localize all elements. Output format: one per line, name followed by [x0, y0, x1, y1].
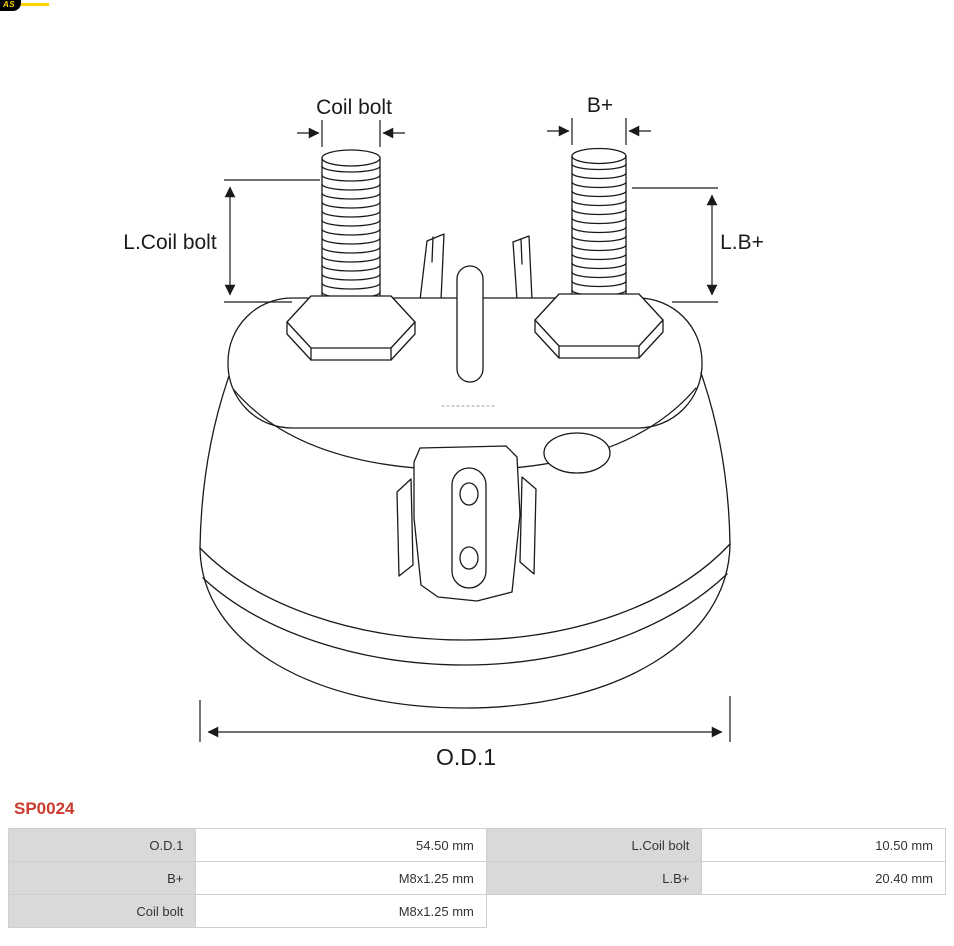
dim-label-coil-bolt: Coil bolt: [316, 96, 392, 119]
spec-row: Coil bolt M8x1.25 mm: [7, 894, 946, 928]
as-logo: AS: [0, 0, 50, 11]
plate-tab-right: [512, 235, 533, 301]
coil-bolt-stud: [321, 149, 381, 308]
hex-nut-left: [286, 295, 416, 361]
dim-label-l-b-plus: L.B+: [720, 231, 764, 254]
mount-hole: [543, 432, 611, 474]
spec-value-cell: M8x1.25 mm: [195, 861, 487, 895]
part-number: SP0024: [14, 799, 75, 818]
dim-label-od1: O.D.1: [436, 744, 496, 770]
spec-label-cell: L.B+: [485, 861, 703, 895]
b-plus-stud: [571, 147, 627, 299]
spec-label-cell: L.Coil bolt: [485, 828, 703, 862]
spec-table: O.D.1 54.50 mm L.Coil bolt 10.50 mm B+ M…: [7, 828, 946, 928]
spec-row: B+ M8x1.25 mm L.B+ 20.40 mm: [7, 861, 946, 895]
center-tab: [456, 265, 484, 383]
as-logo-text: AS: [0, 0, 22, 11]
technical-drawing-area: Coil bolt B+ L.Coil bolt L.B+ O.D.1: [123, 94, 764, 770]
dim-label-l-coil-bolt: L.Coil bolt: [123, 231, 217, 254]
spec-value-cell-empty: [701, 894, 946, 928]
dimension-lines: [199, 118, 731, 742]
spec-label-cell-empty: [486, 894, 702, 928]
spec-label-cell: B+: [7, 861, 197, 895]
dim-label-b-plus: B+: [587, 94, 613, 117]
spec-label-cell: Coil bolt: [7, 894, 197, 928]
hex-nut-right: [534, 293, 664, 359]
spec-value-cell: 10.50 mm: [701, 828, 946, 862]
part-diagram: Coil bolt B+ L.Coil bolt L.B+ O.D.1: [123, 94, 764, 770]
spec-value-cell: 20.40 mm: [701, 861, 946, 895]
spec-value-cell: 54.50 mm: [195, 828, 487, 862]
center-connector: [396, 445, 537, 602]
base-body: [199, 372, 731, 709]
as-logo-bar: [21, 3, 50, 6]
spec-row: O.D.1 54.50 mm L.Coil bolt 10.50 mm: [7, 828, 946, 862]
spec-label-cell: O.D.1: [7, 828, 197, 862]
spec-value-cell: M8x1.25 mm: [195, 894, 487, 928]
plate-tab-left: [419, 233, 445, 301]
